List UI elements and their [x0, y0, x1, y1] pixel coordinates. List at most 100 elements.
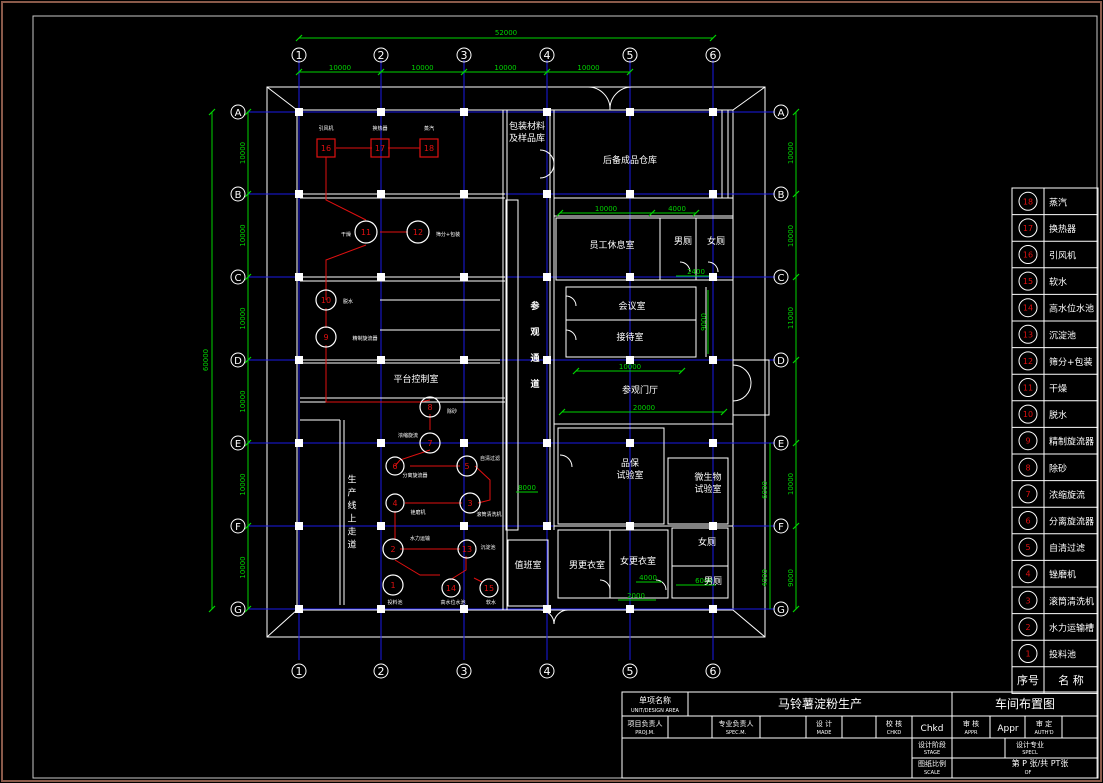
equipment-number: 1 [390, 581, 395, 590]
tb-sheet-en: OF [1025, 770, 1032, 776]
tb-scale-en: SCALE [924, 770, 940, 776]
legend-name: 自清过滤 [1049, 542, 1085, 554]
column-node [377, 522, 385, 530]
axis-bubble-col [622, 663, 638, 679]
tb-check-cn: 校 核 [886, 719, 902, 728]
tb-approve-en: AUTH'D [1034, 730, 1053, 736]
axis-bubble-col [456, 47, 472, 63]
axis-label-col: 5 [627, 49, 634, 62]
axis-grid [248, 60, 775, 660]
axis-bubble-col [291, 47, 307, 63]
column-node [377, 190, 385, 198]
axis-bubble-col [539, 47, 555, 63]
doors [539, 86, 752, 625]
room-duty-room: 值班室 [514, 559, 541, 571]
axis-bubble-col [705, 47, 721, 63]
legend-number: 17 [1023, 224, 1033, 233]
axis-label-row: A [235, 108, 242, 119]
column-node [626, 190, 634, 198]
dimension-tick [543, 68, 551, 76]
axis-bubble-row [773, 269, 789, 285]
axis-label-row: F [235, 522, 241, 533]
tb-unit-name-en: UNIT/DESIGN AREA [631, 708, 680, 714]
axis-label-row: E [235, 439, 241, 450]
column-node [709, 273, 717, 281]
room-meeting: 会议室 [618, 300, 645, 312]
equipment-label: 分离旋流器 [402, 472, 427, 479]
axis-bubble-row [230, 435, 246, 451]
column-node [543, 439, 551, 447]
dimension-tick [208, 605, 216, 613]
room-micro-lab: 微生物试验室 [694, 471, 721, 495]
equipment-number: 3 [467, 499, 472, 508]
tb-review-en: APPR [965, 730, 978, 736]
equipment-number: 14 [446, 584, 456, 593]
legend-name: 高水位水池 [1049, 303, 1094, 315]
axis-label-col: 3 [461, 49, 468, 62]
tb-stage-cn: 设计阶段 [918, 740, 946, 749]
axis-label-col: 3 [461, 665, 468, 678]
dimension-text: 2000 [627, 592, 645, 600]
legend-header-name: 名 称 [1058, 673, 1084, 687]
column-node [460, 190, 468, 198]
dimension-tick [792, 356, 800, 364]
axis-bubble-col [705, 663, 721, 679]
equipment-number: 17 [375, 144, 385, 153]
dimension-tick [295, 34, 303, 42]
tb-unit-name-cn: 单项名称 [639, 695, 671, 705]
tb-stage-en: STAGE [924, 750, 940, 756]
dimension-tick [709, 34, 717, 42]
column-node [460, 605, 468, 613]
axis-bubble-row [230, 601, 246, 617]
column-node [295, 273, 303, 281]
tb-discipline-cn: 设计专业 [1016, 740, 1044, 749]
axis-bubble-col [539, 663, 555, 679]
column-node [626, 108, 634, 116]
axis-bubble-row [773, 518, 789, 534]
drawing-border [32, 15, 1098, 779]
legend-name: 除砂 [1049, 462, 1067, 474]
axis-label-row: B [778, 190, 785, 201]
dimension-text: 10000 [239, 390, 247, 412]
equipment-label: 沉淀池 [480, 544, 495, 551]
legend-name: 浓缩旋流 [1049, 489, 1085, 501]
dimension-tick [678, 367, 686, 375]
tb-sheet: 第 P 张/共 PT张 [1012, 758, 1069, 768]
tb-approve-cn: 审 定 [1036, 719, 1052, 728]
axis-bubble-row [773, 186, 789, 202]
column-node [295, 522, 303, 530]
dimension-text: 10000 [787, 142, 795, 164]
dimension-tick [792, 190, 800, 198]
axis-label-col: 1 [296, 665, 303, 678]
tb-check-val: Chkd [921, 724, 944, 734]
legend-number: 15 [1023, 277, 1033, 286]
dimension-tick [295, 68, 303, 76]
axis-bubble-row [773, 104, 789, 120]
tb-spec-lead-cn: 专业负责人 [719, 719, 754, 728]
axis-label-row: D [234, 356, 242, 367]
dimension-tick [377, 68, 385, 76]
column-node [543, 356, 551, 364]
equipment-number: 4 [392, 499, 397, 508]
axis-label-col: 2 [378, 665, 385, 678]
equipment-number: 18 [424, 144, 434, 153]
dimension-tick [244, 273, 252, 281]
axis-label-col: 6 [710, 49, 717, 62]
column-node [460, 273, 468, 281]
axis-bubble-row [230, 186, 246, 202]
